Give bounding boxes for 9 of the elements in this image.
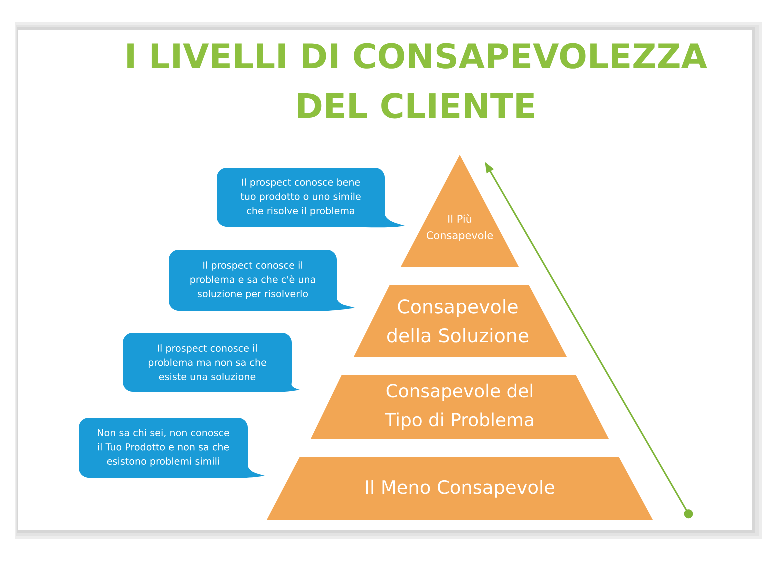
pyramid-tier: Il Meno Consapevole — [267, 457, 653, 520]
pyramid-tier: Consapevole della Soluzione — [354, 285, 567, 357]
pyramid-tier: Il Più Consapevole — [401, 155, 519, 267]
pyramid-tier: Consapevole del Tipo di Problema — [311, 375, 609, 439]
speech-bubble: Il prospect conosce il problema e sa che c'è una soluzione per risolverlo — [169, 250, 355, 312]
title: I LIVELLI DI CONSAPEVOLEZZA DEL CLIENTE — [128, 43, 708, 119]
speech-bubble: Non sa chi sei, non conosce il Tuo Prodotto e non sa che esistono problemi simili — [79, 418, 265, 478]
speech-bubble: Il prospect conosce bene tuo prodotto o uno simile che risolve il problema — [217, 168, 405, 228]
speech-bubble: Il prospect conosce il problema ma non sa che esiste una soluzione — [123, 333, 300, 392]
